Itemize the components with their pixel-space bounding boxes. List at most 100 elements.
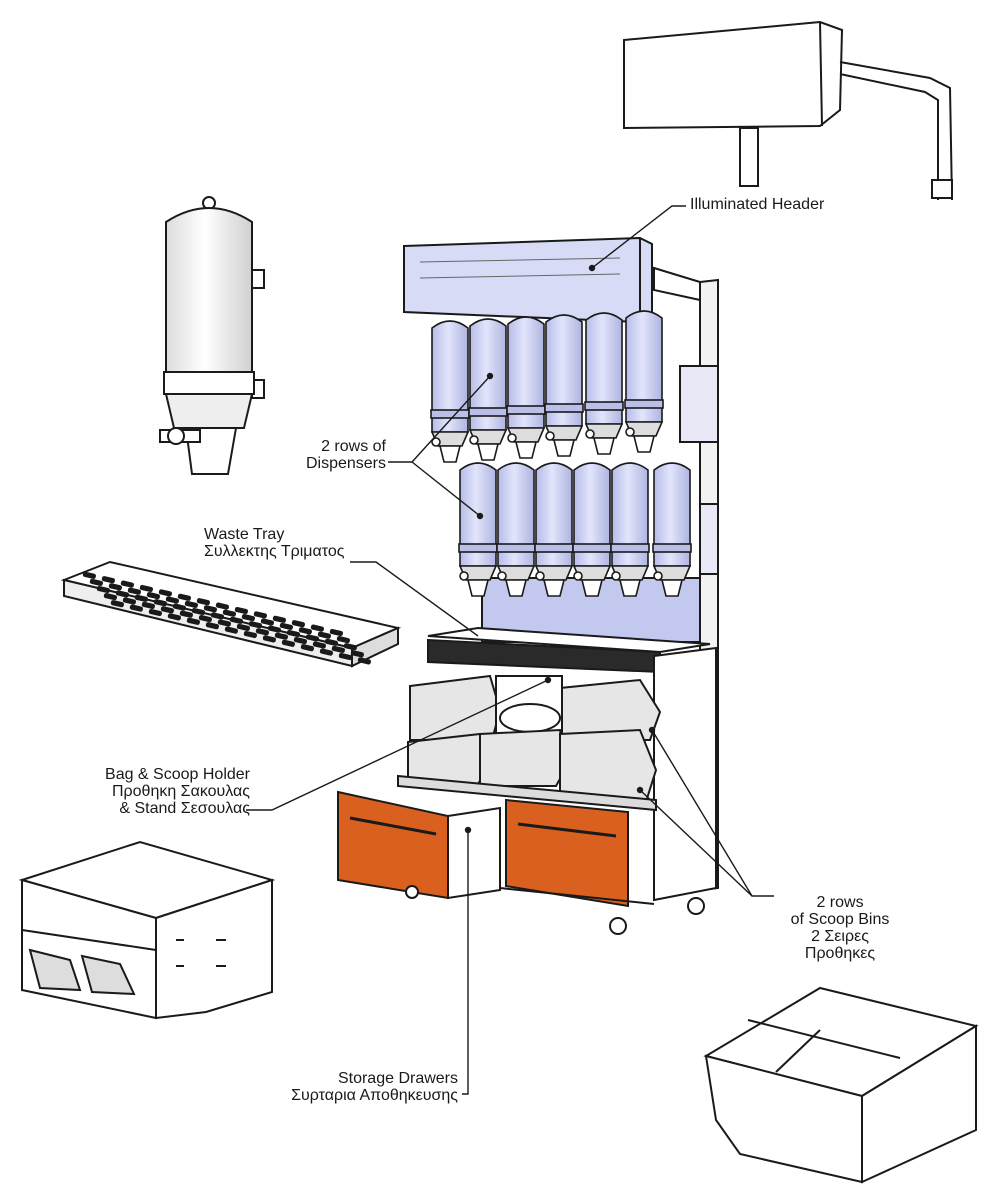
tray-slot bbox=[291, 620, 305, 628]
tray-slot bbox=[319, 648, 333, 656]
tray-slot bbox=[186, 617, 200, 625]
dispenser-canister bbox=[572, 462, 612, 597]
dispenser-canister bbox=[534, 462, 574, 597]
dispenser-canister bbox=[652, 462, 692, 597]
tray-slot bbox=[338, 652, 352, 661]
tray-slot bbox=[101, 576, 115, 584]
tray-slot bbox=[305, 634, 319, 642]
bag-scoop-holder-detail-illustration bbox=[18, 840, 276, 1020]
tray-slot bbox=[274, 632, 288, 640]
tray-slot bbox=[310, 624, 324, 632]
tray-slot bbox=[329, 628, 343, 637]
tray-slot bbox=[286, 629, 300, 638]
label-bag-scoop-holder: Bag & Scoop Holder Προθηκη Σακουλας & St… bbox=[40, 766, 250, 817]
label-waste-tray-line-2: Συλλεκτης Τριματος bbox=[204, 543, 345, 560]
tray-slot bbox=[82, 571, 96, 579]
tray-slot bbox=[253, 611, 267, 619]
label-scoop-bins-line-3: 2 Σειρες bbox=[811, 928, 869, 945]
callout-leaders bbox=[246, 205, 774, 1095]
tray-slot bbox=[167, 613, 181, 621]
tray-slot bbox=[279, 622, 293, 630]
label-dispensers-line-1: 2 rows of bbox=[321, 438, 386, 455]
tray-slot bbox=[134, 594, 148, 602]
label-illuminated-header-text: Illuminated Header bbox=[690, 196, 825, 213]
tray-slot bbox=[317, 631, 331, 639]
tray-slot bbox=[115, 590, 129, 598]
tray-slot bbox=[236, 623, 250, 631]
tray-slot bbox=[110, 600, 124, 608]
tray-slot bbox=[103, 592, 117, 601]
tray-slot bbox=[281, 639, 295, 647]
tray-slot bbox=[153, 599, 167, 607]
tray-slot bbox=[298, 627, 312, 635]
tray-slot bbox=[203, 605, 217, 613]
label-storage-drawers-line-2: Συρταρια Αποθηκευσης bbox=[291, 1087, 458, 1104]
dispenser-canister bbox=[458, 462, 498, 597]
main-unit-illustration bbox=[337, 236, 719, 935]
label-waste-tray-line-1: Waste Tray bbox=[204, 526, 285, 543]
tray-slot bbox=[293, 636, 307, 645]
tray-slot bbox=[224, 626, 238, 634]
tray-slot bbox=[336, 635, 350, 644]
tray-slot bbox=[312, 641, 326, 649]
tray-slot bbox=[122, 597, 136, 605]
label-waste-tray: Waste Tray Συλλεκτης Τριματος bbox=[204, 526, 344, 560]
label-dispensers: 2 rows of Dispensers bbox=[280, 438, 386, 472]
header-detail-illustration bbox=[623, 20, 953, 201]
tray-slot bbox=[222, 609, 236, 617]
tray-slot bbox=[191, 607, 205, 616]
tray-slot bbox=[179, 610, 193, 618]
label-bag-scoop-holder-line-1: Bag & Scoop Holder bbox=[105, 766, 250, 783]
tray-slot bbox=[139, 584, 153, 593]
label-dispensers-line-2: Dispensers bbox=[305, 455, 386, 472]
tray-slot bbox=[210, 612, 224, 620]
tray-slot bbox=[357, 657, 371, 665]
tray-slot bbox=[241, 613, 255, 622]
label-scoop-bins-line-2: of Scoop Bins bbox=[790, 911, 890, 928]
waste-tray-detail-illustration bbox=[60, 560, 402, 668]
dispenser-canister bbox=[610, 462, 650, 597]
scoop-bin-detail-illustration bbox=[703, 986, 979, 1184]
tray-slot bbox=[331, 645, 345, 653]
label-storage-drawers: Storage Drawers Συρταρια Αποθηκευσης bbox=[240, 1070, 458, 1104]
label-scoop-bins-line-1: 2 rows bbox=[816, 894, 864, 911]
label-storage-drawers-line-1: Storage Drawers bbox=[337, 1070, 458, 1087]
tray-slot bbox=[260, 618, 274, 626]
dispenser-detail-illustration bbox=[159, 196, 265, 475]
tray-slot bbox=[248, 621, 262, 629]
tray-slot bbox=[262, 635, 276, 643]
tray-slot bbox=[324, 638, 338, 646]
label-scoop-bins: 2 rows of Scoop Bins 2 Σειρες Προθηκες bbox=[772, 894, 908, 962]
tray-slot bbox=[243, 630, 257, 639]
dispenser-canister bbox=[544, 314, 584, 457]
tray-slot bbox=[300, 644, 314, 652]
dispenser-canister bbox=[430, 320, 470, 463]
tray-slot bbox=[96, 585, 110, 594]
tray-slot bbox=[229, 616, 243, 624]
tray-slot bbox=[255, 628, 269, 636]
tray-slot bbox=[198, 614, 212, 623]
tray-slot bbox=[177, 593, 191, 601]
tray-slot bbox=[148, 608, 162, 617]
dispenser-canister bbox=[584, 312, 624, 455]
tray-slot bbox=[127, 587, 141, 595]
label-scoop-bins-line-4: Προθηκες bbox=[804, 945, 876, 962]
dispenser-canister bbox=[468, 318, 508, 461]
tray-slot bbox=[129, 604, 143, 612]
dispenser-canister bbox=[506, 316, 546, 459]
tray-slot bbox=[141, 601, 155, 609]
tray-slot bbox=[350, 650, 364, 658]
tray-slot bbox=[160, 606, 174, 614]
tray-slot bbox=[89, 578, 103, 586]
tray-slot bbox=[272, 615, 286, 623]
tray-slot bbox=[108, 583, 122, 591]
tray-slot bbox=[196, 598, 210, 606]
tray-slot bbox=[146, 591, 160, 600]
tray-slot bbox=[184, 600, 198, 608]
tray-slot bbox=[234, 606, 248, 615]
tray-slot bbox=[217, 619, 231, 627]
tray-slot bbox=[158, 589, 172, 597]
label-illuminated-header: Illuminated Header bbox=[690, 196, 824, 213]
tray-slot bbox=[165, 596, 179, 604]
